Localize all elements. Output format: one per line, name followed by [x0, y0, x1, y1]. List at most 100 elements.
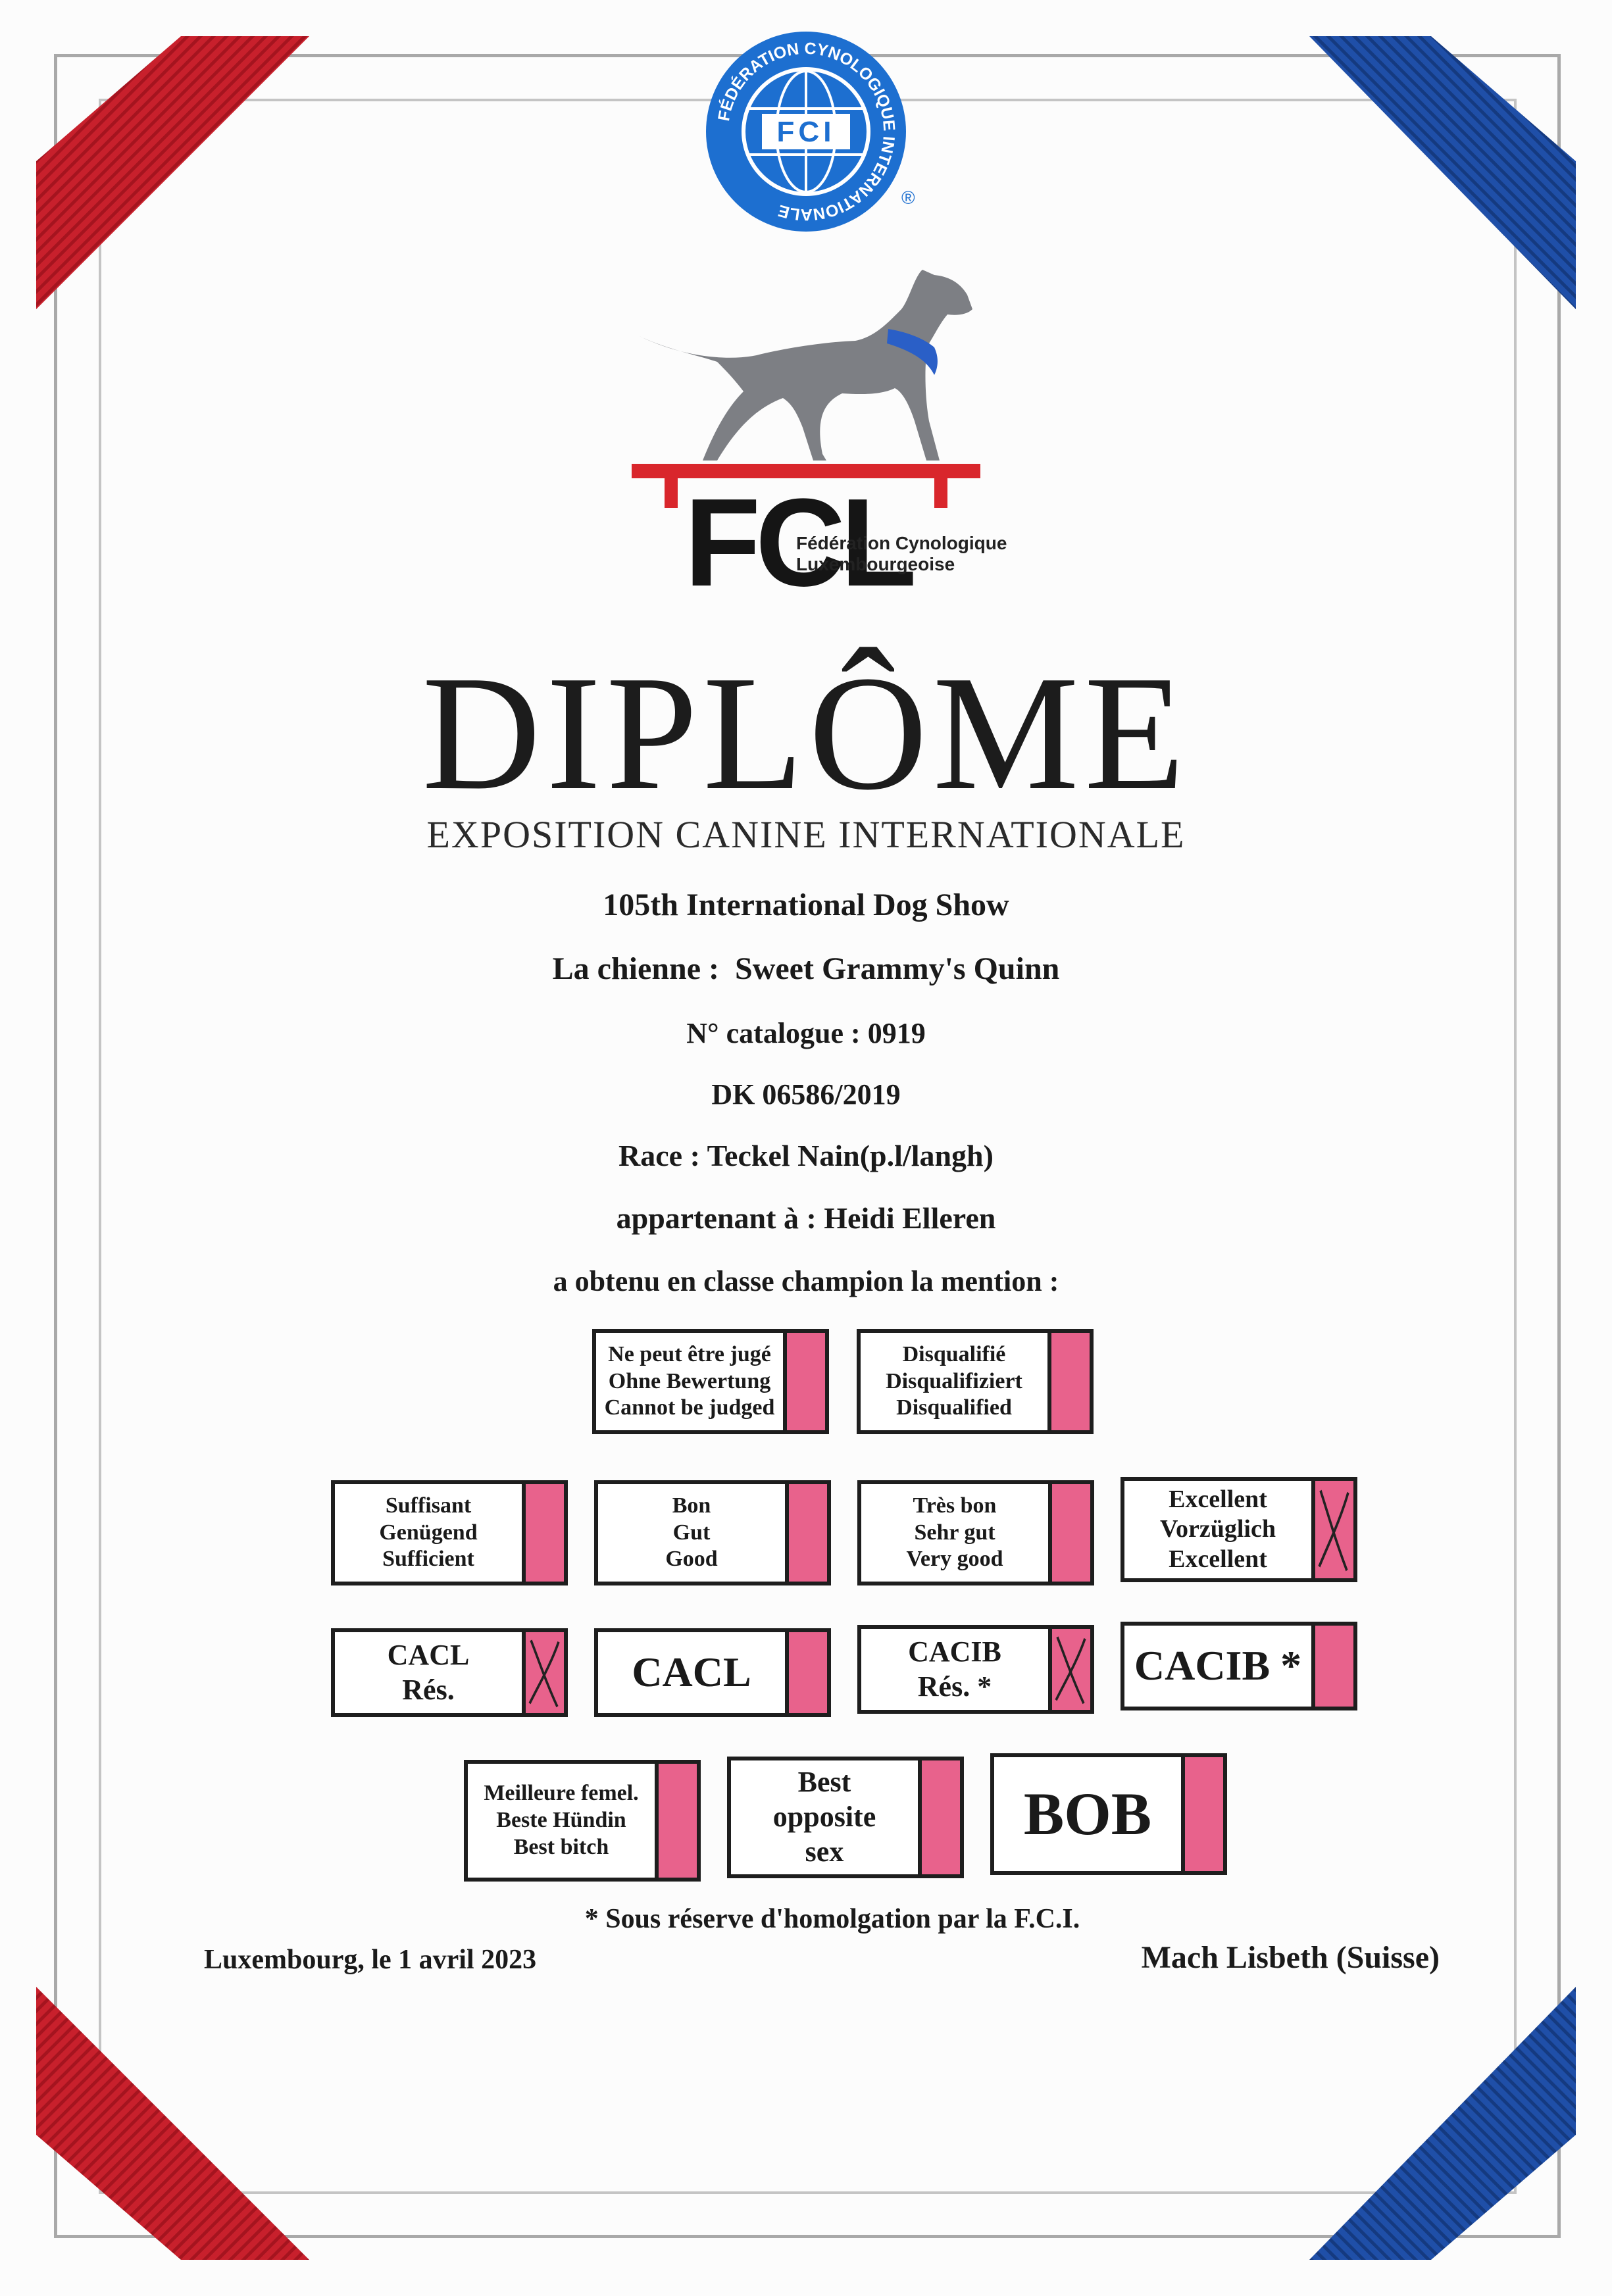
award-label-line: Ne peut être jugé — [608, 1341, 771, 1366]
diploma-subtitle: EXPOSITION CANINE INTERNATIONALE — [426, 813, 1186, 856]
dog-name: Sweet Grammy's Quinn — [735, 951, 1060, 986]
award-label-line: Ohne Bewertung — [608, 1368, 771, 1393]
award-label-line: Gut — [672, 1520, 711, 1545]
award-label-line: Genügend — [379, 1520, 478, 1545]
award-checkbox[interactable] — [783, 1333, 825, 1430]
dog-icon — [638, 270, 972, 461]
award-label-line: Sehr gut — [914, 1520, 995, 1545]
award-label-line: Cannot be judged — [604, 1395, 775, 1420]
dog-line: La chienne : Sweet Grammy's Quinn — [0, 951, 1612, 987]
award-label-line: Good — [665, 1547, 718, 1572]
award-label-line: Disqualifié — [902, 1341, 1006, 1366]
award-label-line: opposite — [772, 1801, 876, 1834]
catalogue-number: N° catalogue : 0919 — [686, 1017, 926, 1049]
award-checkbox[interactable] — [1311, 1626, 1353, 1707]
ribbon-bottom-left — [36, 1987, 309, 2260]
award-label-line: sex — [805, 1835, 844, 1868]
place-date: Luxembourg, le 1 avril 2023 — [204, 1945, 537, 1975]
ribbon-bottom-right — [1309, 1987, 1576, 2260]
fcl-letters: FCL — [684, 473, 917, 612]
owner: appartenant à : Heidi Elleren — [616, 1201, 996, 1235]
award-label-line: Vorzüglich — [1160, 1515, 1276, 1543]
award-label-line: Very good — [906, 1547, 1003, 1572]
award-checkbox[interactable] — [522, 1632, 564, 1713]
award-cacib[interactable]: CACIB * — [1121, 1622, 1357, 1710]
award-cacl[interactable]: CACL — [594, 1628, 831, 1717]
registered-mark: ® — [901, 187, 915, 208]
check-x-mark — [528, 1639, 560, 1708]
fcl-name-line1: Fédération Cynologique — [796, 533, 1007, 553]
fcl-dog-logo — [632, 270, 980, 508]
award-checkbox[interactable] — [522, 1484, 564, 1582]
award-checkbox[interactable] — [1047, 1333, 1090, 1430]
award-label-line: Sufficient — [382, 1547, 474, 1572]
award-label-line: Bon — [672, 1493, 711, 1518]
award-label-line: Meilleure femel. — [484, 1781, 639, 1806]
award-checkbox[interactable] — [1311, 1481, 1353, 1578]
check-x-mark — [1055, 1636, 1086, 1705]
ribbon-top-right — [1309, 36, 1576, 309]
award-checkbox[interactable] — [1048, 1484, 1090, 1582]
award-label-line: CACL — [387, 1638, 470, 1671]
award-label: CACIB * — [1124, 1626, 1311, 1707]
award-label-line: BOB — [1023, 1780, 1152, 1848]
award-label-line: Suffisant — [385, 1493, 472, 1518]
award-label-line: Best bitch — [513, 1834, 609, 1859]
dog-collar — [887, 329, 938, 375]
show-name: 105th International Dog Show — [603, 887, 1009, 922]
award-checkbox[interactable] — [785, 1484, 827, 1582]
fci-seal: FCI FÉDÉRATION CYNOLOGIQUE INTERNATIONAL… — [706, 32, 915, 232]
award-label-line: CACL — [632, 1649, 751, 1696]
fci-seal-center: FCI — [777, 116, 836, 148]
award-label: BOB — [994, 1757, 1181, 1871]
award-label-line: Très bon — [913, 1493, 997, 1518]
award-checkbox[interactable] — [1048, 1629, 1090, 1710]
dog-label: La chienne : — [552, 951, 719, 986]
award-label-line: Best — [797, 1766, 851, 1799]
award-checkbox[interactable] — [1181, 1757, 1223, 1871]
award-label-line: Disqualified — [896, 1395, 1012, 1420]
award-label-line: Excellent — [1169, 1545, 1267, 1573]
award-bob[interactable]: BOB — [990, 1753, 1227, 1875]
award-label: CACL — [598, 1632, 785, 1713]
award-label-line: Beste Hündin — [496, 1808, 626, 1833]
ribbon-top-left — [36, 36, 309, 309]
footnote: * Sous réserve d'homolgation par la F.C.… — [584, 1904, 1080, 1934]
class-line: a obtenu en classe champion la mention : — [553, 1265, 1059, 1297]
fcl-name-line2: Luxembourgeoise — [796, 554, 955, 574]
award-label-line: Excellent — [1169, 1485, 1267, 1513]
check-x-mark — [1318, 1489, 1349, 1572]
award-label-line: Rés. — [402, 1673, 455, 1706]
breed: Race : Teckel Nain(p.l/langh) — [618, 1139, 994, 1172]
award-checkbox[interactable] — [918, 1760, 960, 1874]
registration-number: DK 06586/2019 — [711, 1078, 901, 1111]
award-checkbox[interactable] — [655, 1764, 697, 1878]
diploma-title: DIPLÔME — [422, 642, 1190, 824]
award-label-line: CACIB — [908, 1635, 1001, 1668]
judge-name: Mach Lisbeth (Suisse) — [1141, 1940, 1440, 1975]
award-checkbox[interactable] — [785, 1632, 827, 1713]
award-label-line: CACIB * — [1134, 1642, 1302, 1689]
award-label-line: Rés. * — [917, 1670, 992, 1703]
